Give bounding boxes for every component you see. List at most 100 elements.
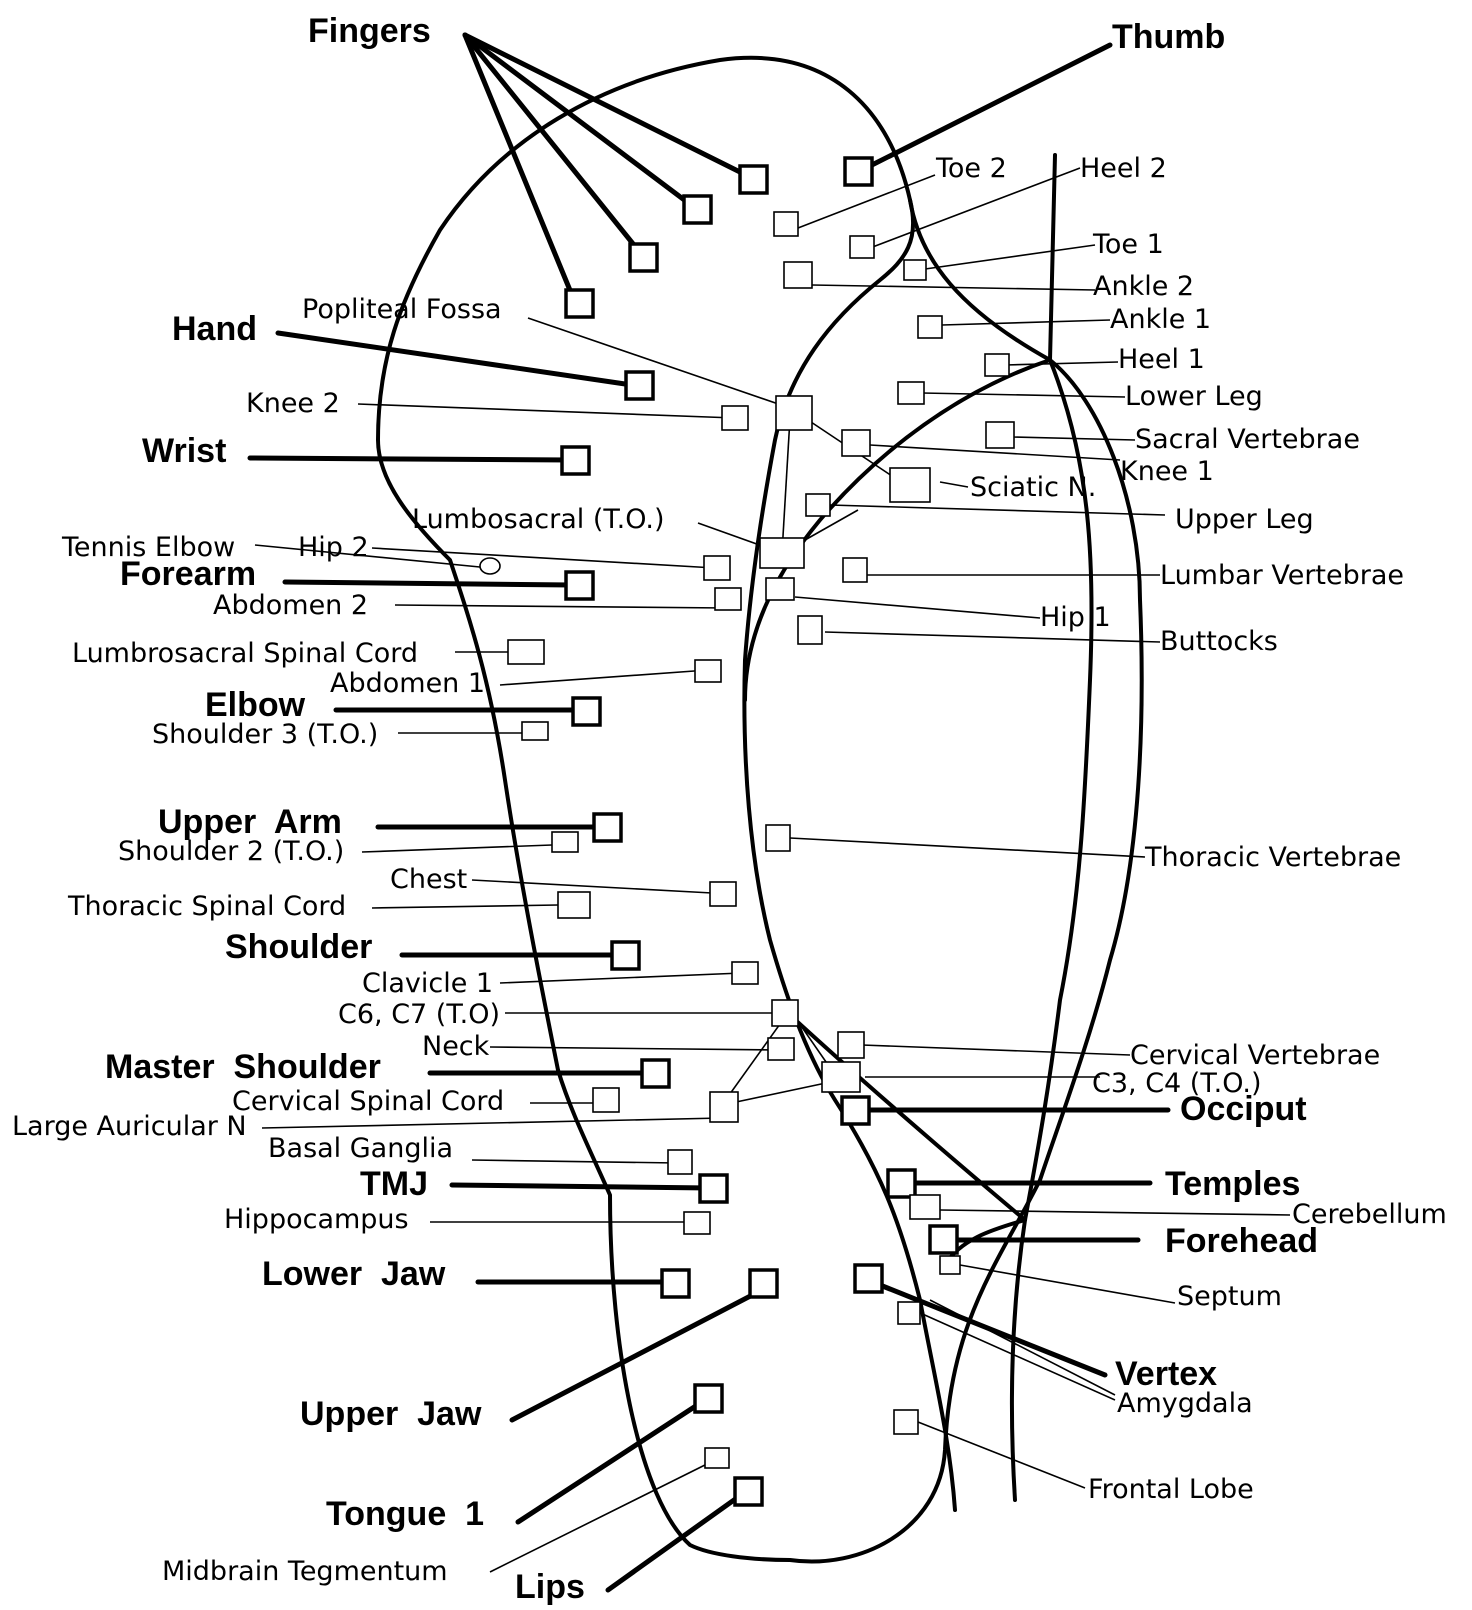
amygdala-leader [918,1312,1115,1400]
point-abdomen1 [695,660,721,682]
point-occiput [842,1097,869,1124]
shoulder2-leader [362,845,552,852]
large-auricular-leader [262,1118,722,1128]
tongue1-leader [518,1400,705,1522]
point-sacral-vertebrae [986,422,1014,448]
point-upper-arm [594,814,621,841]
point-midbrain-tegmentum [705,1448,729,1468]
point-heel1 [985,354,1009,376]
point-hip2 [704,556,730,580]
label-tongue1: Tongue 1 [326,1495,484,1533]
label-hip2: Hip 2 [298,532,369,563]
label-clavicle1: Clavicle 1 [362,968,493,999]
label-hip1: Hip 1 [1040,602,1111,633]
hip1-leader [795,597,1040,618]
label-upper-leg: Upper Leg [1175,504,1314,535]
label-hand: Hand [172,310,257,348]
popliteal-fossa-leader [528,318,790,408]
ankle1-leader [942,320,1110,325]
cerebellum-leader [940,1210,1290,1215]
point-knee2 [722,406,748,430]
hip2-leader [372,548,715,568]
point-cerebellum [910,1195,940,1219]
label-lumbar-vertebrae: Lumbar Vertebrae [1160,560,1404,591]
label-lumbrosacral-cord: Lumbrosacral Spinal Cord [72,638,418,669]
point-finger-1 [740,166,767,193]
helix-crus-line [1050,155,1055,360]
label-shoulder2: Shoulder 2 (T.O.) [118,836,344,867]
outer-ear-contour [378,58,1142,1562]
point-upper-leg [806,494,830,516]
label-cervical-cord: Cervical Spinal Cord [232,1086,504,1117]
label-master-shoulder: Master Shoulder [105,1048,381,1086]
point-finger-3 [630,244,657,271]
point-forearm [566,572,593,599]
label-popliteal-fossa: Popliteal Fossa [302,294,502,325]
label-c6c7: C6, C7 (T.O) [338,999,500,1030]
abdomen1-leader [500,670,708,685]
lumbosacral-fork-1 [782,418,790,553]
label-c3c4: C3, C4 (T.O.) [1092,1068,1262,1099]
label-fingers: Fingers [308,12,431,50]
label-lumbosacral: Lumbosacral (T.O.) [412,504,665,535]
point-vertex [855,1265,882,1292]
vertex-leader [880,1285,1105,1375]
label-ankle1: Ankle 1 [1110,304,1211,335]
point-master-shoulder [642,1060,669,1087]
point-sciatic [890,468,930,502]
label-wrist: Wrist [142,432,226,470]
lower-leg-leader [922,393,1125,397]
point-lower-leg [898,382,924,404]
point-septum [940,1256,960,1274]
point-heel2 [850,236,874,258]
point-abdomen2 [715,588,741,610]
cervical-vertebrae-leader [862,1045,1130,1055]
point-knee1 [842,430,870,456]
thumb-leader [862,45,1110,170]
label-heel2: Heel 2 [1080,153,1167,184]
neck-leader [490,1047,780,1050]
upper-leg-leader [830,505,1165,515]
amygdala-leader-2 [930,1300,1115,1395]
chest-leader [472,880,712,893]
label-lower-jaw: Lower Jaw [262,1255,446,1293]
label-large-auricular: Large Auricular N [12,1111,247,1142]
point-shoulder3 [522,722,548,740]
point-upper-jaw [750,1270,777,1297]
label-cerebellum: Cerebellum [1292,1199,1447,1230]
label-buttocks: Buttocks [1160,626,1278,657]
point-toe2 [774,212,798,236]
point-ankle2 [784,262,812,288]
point-basal-ganglia [668,1150,692,1174]
point-finger-2 [684,196,711,223]
point-elbow [573,698,600,725]
point-finger-4 [566,290,593,317]
point-lips [735,1478,762,1505]
septum-leader [960,1265,1175,1303]
point-hip1 [766,578,794,600]
basal-ganglia-leader [472,1160,678,1163]
point-hand [626,372,653,399]
point-tmj [700,1175,727,1202]
label-knee2: Knee 2 [246,388,340,419]
label-shoulder: Shoulder [225,928,372,966]
knee2-leader [358,404,735,418]
fingers-leader-3 [465,35,642,255]
clavicle1-leader [500,973,742,983]
point-lumbrosacral-cord [508,640,544,664]
buttocks-leader [825,632,1160,642]
label-sciatic: Sciatic N. [970,472,1096,503]
point-neck [768,1038,794,1060]
point-forehead [930,1226,957,1253]
point-cervical-vertebrae [838,1032,864,1058]
label-thoracic-vertebrae: Thoracic Vertebrae [1144,842,1401,873]
upper-jaw-leader [512,1290,762,1420]
label-thoracic-cord: Thoracic Spinal Cord [67,891,346,922]
tmj-leader [452,1185,710,1188]
toe1-leader [918,245,1095,270]
point-popliteal [776,396,812,430]
label-toe1: Toe 1 [1092,229,1164,260]
inner-helix-curve [1012,360,1092,1500]
label-hippocampus: Hippocampus [224,1204,409,1235]
